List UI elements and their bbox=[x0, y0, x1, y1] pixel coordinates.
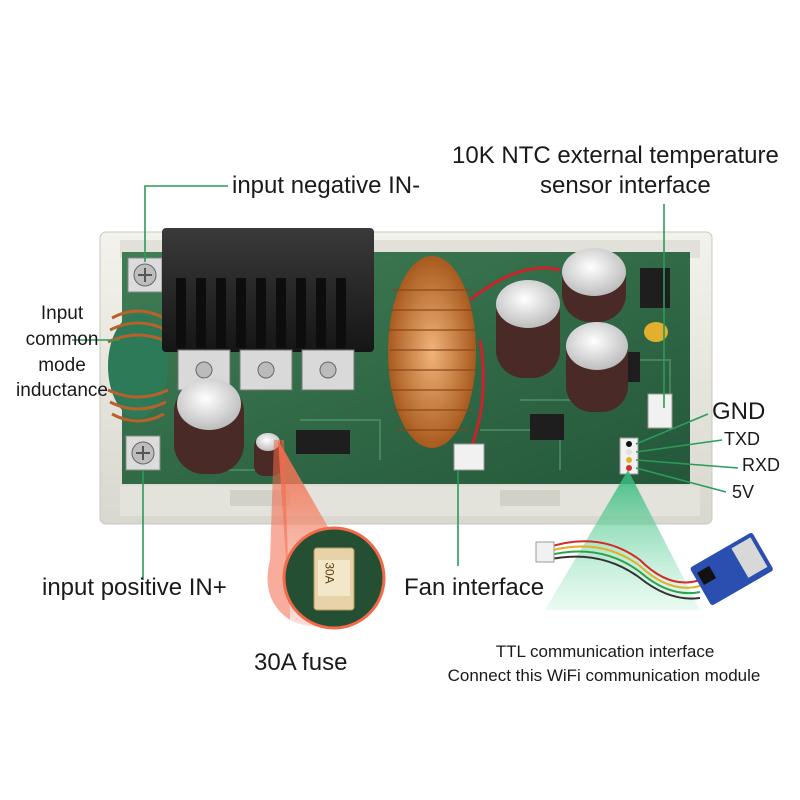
label-ntc-line1: 10K NTC external temperature bbox=[452, 142, 779, 169]
label-txd: TXD bbox=[724, 429, 760, 449]
label-ntc-line2: sensor interface bbox=[540, 172, 711, 199]
fuse-marking: 30A bbox=[322, 562, 337, 584]
label-fuse: 30A fuse bbox=[254, 649, 348, 676]
label-rxd: RXD bbox=[742, 455, 781, 475]
label-inductance-4: inductance bbox=[16, 380, 108, 401]
ttl-highlight-ray bbox=[545, 470, 700, 610]
label-gnd: GND bbox=[712, 398, 766, 425]
label-ttl-line1: TTL communication interface bbox=[495, 642, 715, 661]
label-inductance-3: mode bbox=[38, 355, 86, 376]
label-ttl-line2: Connect this WiFi communication module bbox=[447, 666, 761, 685]
label-inductance-2: common bbox=[25, 329, 99, 350]
leader-lines bbox=[72, 185, 739, 580]
label-input-negative: input negative IN- bbox=[232, 172, 421, 199]
label-fan-interface: Fan interface bbox=[404, 574, 545, 601]
label-5v: 5V bbox=[732, 482, 755, 502]
label-input-positive: input positive IN+ bbox=[42, 574, 227, 601]
label-inductance-1: Input bbox=[40, 303, 84, 324]
